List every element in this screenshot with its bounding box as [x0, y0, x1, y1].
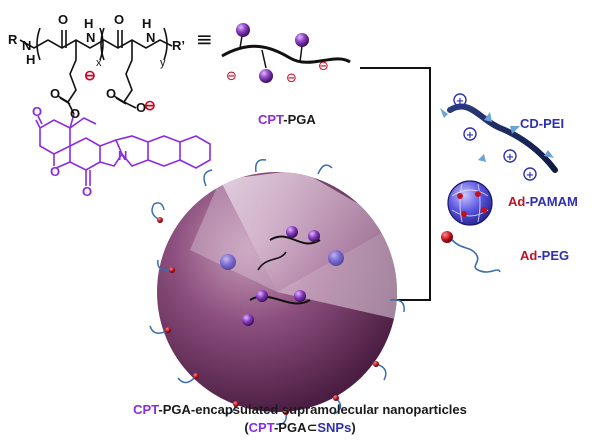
atom-o7: O: [32, 104, 42, 119]
equivalence-sign: ≡: [196, 27, 213, 51]
atom-n4: N: [118, 148, 127, 163]
cpt-atom-labels: O O O N: [32, 104, 127, 199]
cpt-ball-1: [236, 23, 250, 37]
subscript-y: y: [160, 57, 166, 69]
ad-pamam-cartoon: [447, 180, 493, 226]
atom-o2: O: [114, 12, 124, 27]
svg-text:+: +: [466, 130, 474, 141]
label-ad-peg-ad: Ad: [520, 248, 538, 263]
atom-r: R: [8, 32, 18, 47]
label-ad-peg-rest: -PEG: [537, 248, 570, 263]
label-ad-pamam: Ad-PAMAM: [508, 194, 578, 209]
caption-cpt: CPT: [133, 402, 159, 417]
minus-charge-structure: ⊖: [84, 67, 96, 83]
caption-open-paren: (: [244, 420, 249, 435]
minus-charge-3: ⊖: [318, 59, 329, 74]
minus-charge-structure-2: ⊖: [144, 97, 156, 113]
cpt-pga-cartoon: ⊖ ⊖ ⊖: [221, 23, 351, 86]
subscript-x: x: [96, 57, 102, 69]
structure-subscripts: x y: [96, 57, 166, 69]
label-ad-pamam-ad: Ad: [508, 194, 526, 209]
label-cd-pei: CD-PEI: [520, 116, 565, 131]
caption-close-paren: ): [351, 420, 356, 435]
atom-r-prime: R’: [172, 38, 185, 53]
label-ad-peg: Ad-PEG: [520, 248, 569, 263]
caption-snps: SNPs: [317, 420, 352, 435]
snp-sphere: [149, 159, 405, 425]
minus-charge-2: ⊖: [286, 71, 297, 86]
cd-pei-cartoon: + + + +: [440, 93, 558, 181]
cpt-pga-structure: [19, 27, 211, 186]
atom-h2: H: [84, 16, 93, 31]
svg-text:+: +: [456, 96, 464, 107]
ad-peg-cartoon: [441, 231, 501, 273]
label-cpt-pga-cpt: CPT: [258, 112, 284, 127]
atom-n3: N: [146, 30, 155, 45]
label-cpt-pga: CPT-PGA: [258, 112, 316, 127]
caption-line-1-rest: -PGA-encapsulated supramolecular nanopar…: [158, 402, 467, 417]
svg-text:+: +: [506, 152, 514, 163]
cpt-ball-2: [259, 69, 273, 83]
label-ad-pamam-rest: -PAMAM: [525, 194, 578, 209]
caption-line-1: CPT-PGA-encapsulated supramolecular nano…: [0, 402, 600, 417]
cpt-ball-3: [295, 33, 309, 47]
structure-atom-labels: R N H O H N O H N R’ O O O O ⊖ ⊖: [8, 12, 185, 121]
atom-h1: H: [26, 52, 35, 67]
minus-charge-1: ⊖: [226, 69, 237, 84]
svg-text:+: +: [526, 170, 534, 181]
caption-line-2-cpt: CPT: [248, 420, 274, 435]
label-cpt-pga-rest: -PGA: [283, 112, 316, 127]
atom-o8: O: [50, 164, 60, 179]
atom-o4: O: [106, 86, 116, 101]
caption-line-2-pga: -PGA: [273, 420, 307, 435]
atom-n1: N: [22, 38, 31, 53]
atom-o6: O: [70, 106, 80, 121]
atom-o9: O: [82, 184, 92, 199]
atom-o3: O: [50, 86, 60, 101]
caption-line-2: (CPT-PGA⊂SNPs): [0, 420, 600, 436]
atom-n2: N: [86, 30, 95, 45]
atom-h3: H: [142, 16, 151, 31]
atom-o1: O: [58, 12, 68, 27]
atom-o5: O: [136, 100, 146, 115]
caption-subset-symbol: ⊂: [306, 421, 318, 436]
